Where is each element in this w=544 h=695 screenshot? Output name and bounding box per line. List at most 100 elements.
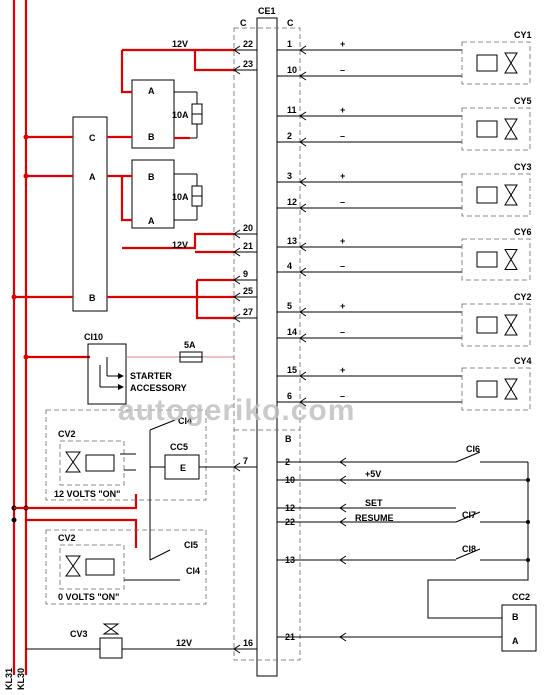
cc5: CC5 E CI4 (149, 416, 234, 560)
right-pin-number: 11 (287, 105, 297, 115)
actuator: 3+12–CY3 (277, 162, 532, 217)
left-pin: 21 (233, 241, 257, 257)
signal-5v-label: +5V (365, 469, 381, 479)
left-pins: 22 23 20 21 9 25 27 7 16 12V 12V (172, 39, 257, 654)
right-pin-number: 12 (287, 197, 297, 207)
polarity-label: – (340, 391, 345, 401)
actuator: 5+14–CY2 (277, 292, 532, 347)
right-b-pin: 13 (277, 555, 456, 565)
right-pin-number: 15 (287, 365, 297, 375)
ci10-switch: CI10 STARTER ACCESSORY 5A (84, 332, 234, 405)
left-pin-number: 27 (243, 307, 253, 317)
cv2-top: CV2 12 VOLTS "ON" (45, 409, 207, 501)
ce1-right-label: C (287, 18, 294, 28)
left-pin: 7 (233, 456, 257, 472)
left-pin: 23 (233, 59, 257, 75)
left-pin-number: 23 (243, 59, 253, 69)
rail-label-kl30: KL30 (16, 668, 26, 690)
right-b-pin: 2 (277, 457, 456, 467)
relay-c-label: C (89, 133, 96, 143)
cv2-caption: 12 VOLTS "ON" (54, 489, 120, 499)
left-pin: 25 (233, 286, 257, 302)
actuator: 11 +2 – CY5 (277, 96, 532, 151)
left-pin-number: 16 (243, 638, 253, 648)
right-pin-number: 10 (287, 65, 297, 75)
right-b-pin: 22 (277, 517, 456, 527)
ce1-label: CE1 (258, 6, 276, 16)
actuator-label: CY5 (514, 96, 532, 106)
left-pin: 9 (233, 269, 257, 285)
relay-b-label: B (89, 293, 96, 303)
right-pin-number: 13 (287, 236, 297, 246)
polarity-label: – (340, 131, 345, 141)
ce1-connector: CE1 C C B (233, 6, 301, 677)
right-pin-number: 13 (285, 555, 295, 565)
ci7-label: CI7 (462, 510, 476, 520)
relay1-b-label: B (148, 132, 155, 142)
right-pin-number: 22 (285, 517, 295, 527)
polarity-label: + (340, 39, 345, 49)
signal-set-label: SET (365, 498, 383, 508)
cc2-b-label: B (512, 612, 519, 622)
left-pin-number: 9 (243, 269, 248, 279)
rail-label-kl31: KL31 (4, 668, 14, 690)
red-wires (14, 48, 234, 548)
cv3-label: CV3 (70, 629, 88, 639)
ci5-label: CI5 (184, 540, 198, 550)
fuse-label: 10A (172, 110, 189, 120)
polarity-label: – (340, 197, 345, 207)
relay1-a-label: A (148, 86, 155, 96)
relay2-a-label: A (148, 216, 155, 226)
signal-resume-label: RESUME (355, 513, 394, 523)
ci4-label: CI4 (178, 416, 192, 426)
polarity-label: – (340, 261, 345, 271)
watermark: autogeriko.com (118, 394, 355, 427)
right-pin-number: 3 (287, 171, 292, 181)
right-pin-number: 1 (287, 39, 292, 49)
left-pin: 27 (233, 307, 257, 323)
polarity-label: + (340, 105, 345, 115)
right-pins-c: 1+10–CY111+2–CY53+12–CY313+4–CY65+14–CY2… (277, 30, 532, 411)
accessory-label: ACCESSORY (130, 383, 187, 393)
actuator: 15 +6 – CY4 (277, 356, 532, 411)
cc2-label: CC2 (512, 592, 530, 602)
cc5-label: CC5 (170, 442, 188, 452)
right-pin-number: 4 (287, 261, 292, 271)
right-switches: CI6 CI7 CI8 +5V SET RESUME CC2 B A (300, 444, 537, 652)
polarity-label: – (340, 327, 345, 337)
right-pin-number: 6 (287, 391, 292, 401)
polarity-label: – (340, 65, 345, 75)
ci6-label: CI6 (466, 444, 480, 454)
ci4-label: CI4 (186, 566, 200, 576)
polarity-label: + (340, 236, 345, 246)
right-pin-number: 10 (285, 475, 295, 485)
left-pin-number: 21 (243, 241, 253, 251)
relay-block: C A B A B B A 10A 10A (72, 79, 203, 312)
actuator: 13+4–CY6 (277, 227, 532, 281)
relay2-b-label: B (148, 172, 155, 182)
left-pin-number: 25 (243, 286, 253, 296)
right-pin-number: 14 (287, 327, 297, 337)
fuse-label: 10A (172, 192, 189, 202)
power-rails: KL31 KL30 (4, 0, 29, 690)
actuator-label: CY1 (514, 30, 532, 40)
right-pin-number: 12 (285, 503, 295, 513)
left-pin-number: 20 (243, 223, 253, 233)
polarity-label: + (340, 365, 345, 375)
ce1-b-label: B (285, 434, 292, 444)
left-pin: 22 (233, 39, 257, 55)
cv2-caption: 0 VOLTS "ON" (58, 592, 119, 602)
relay-a-label: A (89, 172, 96, 182)
right-b-pin: 12 (277, 503, 456, 513)
cc2-a-label: A (512, 636, 519, 646)
actuator-label: CY4 (514, 356, 532, 366)
voltage-label: 12V (172, 240, 188, 250)
cv2-bottom: CV2 0 VOLTS "ON" CI5 CI4 (45, 529, 207, 605)
voltage-label: 12V (172, 39, 188, 49)
right-pin-number: 2 (287, 131, 292, 141)
left-pin: 20 (233, 223, 257, 239)
ce1-left-label: C (240, 18, 247, 28)
starter-label: STARTER (130, 371, 172, 381)
